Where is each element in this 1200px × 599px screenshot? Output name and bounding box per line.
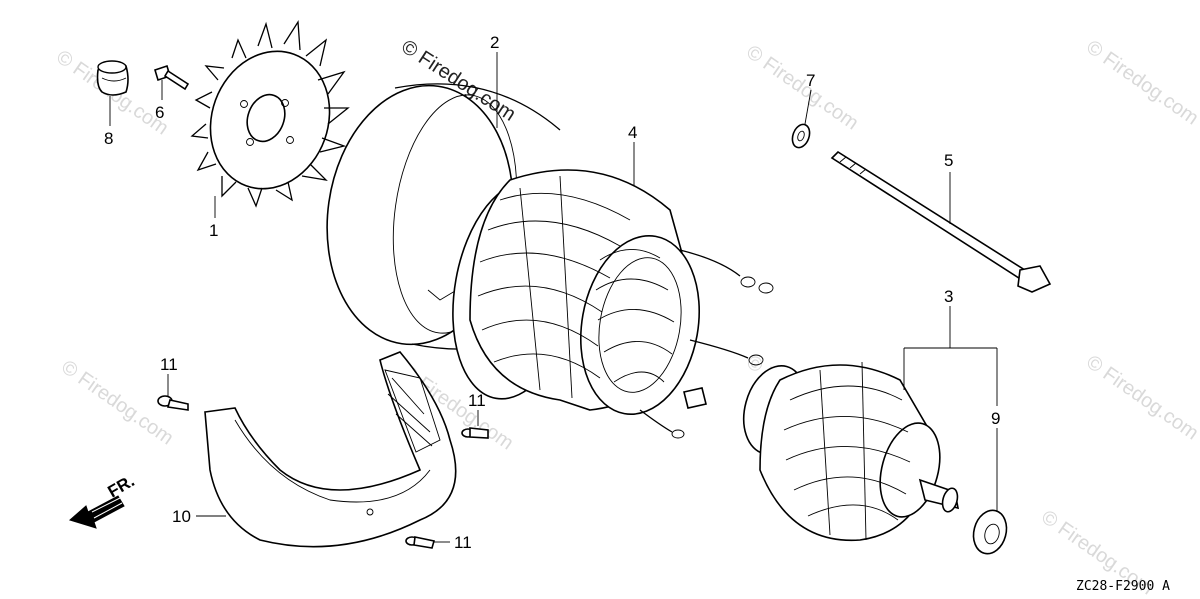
part-11-bolt-b [461,427,489,439]
callout-1: 1 [209,221,218,240]
part-9-bearing [972,509,1008,555]
callouts: 8 6 1 2 4 7 5 3 9 11 11 10 11 [104,33,1000,552]
part-10-lower-cover [204,351,457,548]
callout-3: 3 [944,287,953,306]
watermark: © Firedog.com [1082,351,1200,444]
part-11-bolt-a [157,395,189,411]
part-8-cap [96,60,129,96]
watermark: © Firedog.com [742,41,862,134]
callout-2: 2 [490,33,499,52]
callout-6: 6 [155,103,164,122]
callout-4: 4 [628,123,637,142]
callout-10: 10 [172,507,191,526]
callout-11: 11 [160,355,178,374]
leader-lines [109,52,998,543]
callout-8: 8 [104,129,113,148]
watermark: © Firedog.com [1082,36,1200,129]
diagram-code: ZC28-F2900 A [1076,579,1170,594]
direction-label: FR. [105,471,138,501]
part-7-washer [791,123,811,149]
callout-11: 11 [454,533,472,552]
front-direction-arrow: FR. [68,471,138,529]
callout-9: 9 [991,409,1000,428]
part-6-bolt [154,64,190,91]
callout-11: 11 [468,391,486,410]
part-5-through-bolt [830,150,1052,293]
part-4-stator [452,169,774,439]
part-11-bolt-c [405,536,436,549]
callout-7: 7 [806,71,815,90]
callout-5: 5 [944,151,953,170]
part-1-fan [190,19,350,208]
part-3-rotor [742,361,960,542]
